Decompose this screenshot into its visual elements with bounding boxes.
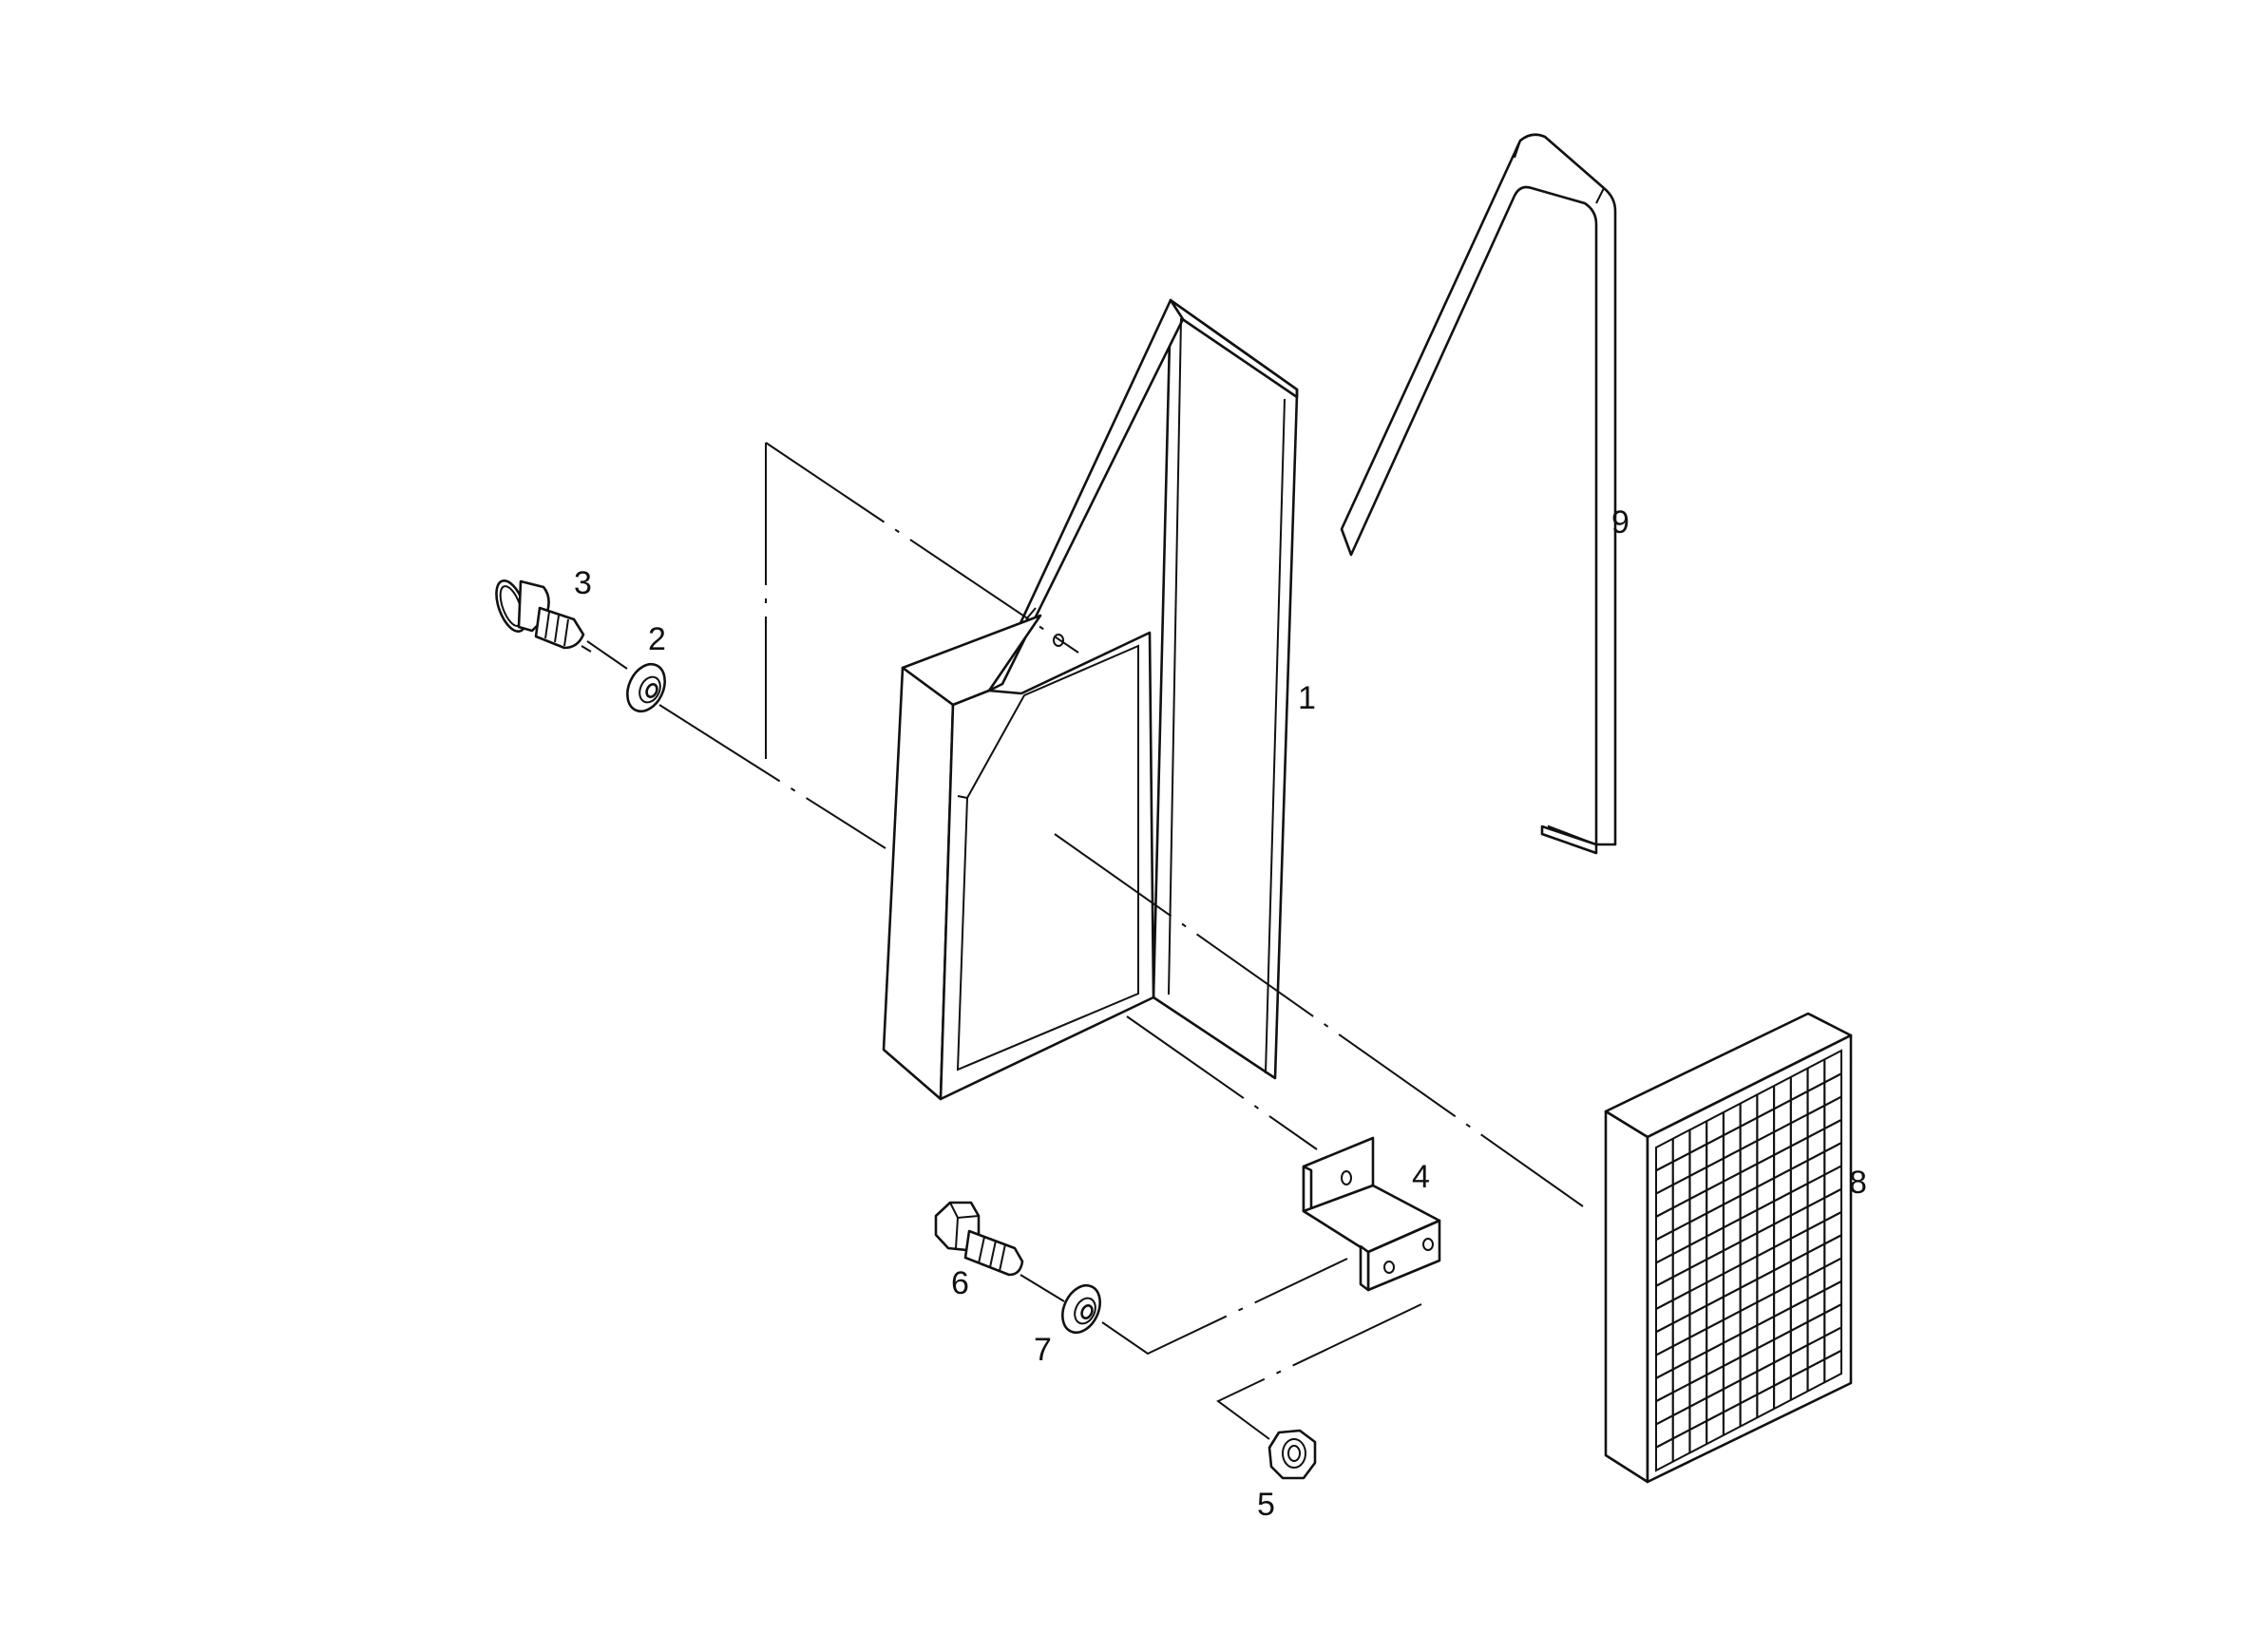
grid-horizontal-line [1655, 1072, 1842, 1172]
part-7-washer [1061, 1283, 1101, 1335]
grid-horizontal-line [1655, 1211, 1842, 1310]
part-4-bracket [1302, 1136, 1441, 1292]
grid-horizontal-line [1655, 1095, 1842, 1195]
grid-horizontal-line [1655, 1257, 1842, 1356]
part-8-grid-panel [1604, 1012, 1853, 1484]
grid-horizontal-line [1655, 1165, 1842, 1264]
grid-horizontal-line [1655, 1187, 1842, 1287]
callout-labels: 1 2 3 4 5 6 7 8 9 [574, 504, 1867, 1523]
assembly-lines [586, 442, 1584, 1440]
part-1-housing [882, 298, 1299, 1101]
callout-6: 6 [951, 1265, 969, 1301]
grid-horizontal-line [1655, 1280, 1842, 1379]
grid-horizontal-line [1655, 1142, 1842, 1242]
grid-horizontal-line [1655, 1303, 1842, 1403]
callout-1: 1 [1298, 680, 1316, 716]
callout-4: 4 [1412, 1159, 1430, 1195]
part-9-u-strip [1340, 133, 1617, 855]
callout-7: 7 [1034, 1332, 1052, 1368]
callout-9: 9 [1611, 504, 1630, 541]
part-3-knurled-screw [495, 579, 592, 653]
callout-3: 3 [574, 565, 592, 601]
grid-horizontal-line [1655, 1234, 1842, 1334]
part-6-hex-bolt [934, 1201, 1024, 1277]
grid-horizontal-line [1655, 1326, 1842, 1426]
grid-horizontal-line [1655, 1349, 1842, 1449]
callout-8: 8 [1849, 1165, 1867, 1201]
callout-5: 5 [1257, 1487, 1275, 1523]
callout-2: 2 [648, 621, 666, 657]
part-5-hex-nut [1267, 1429, 1317, 1480]
part-8-grid-lines [1655, 1059, 1842, 1462]
grid-horizontal-line [1655, 1118, 1842, 1218]
part-2-washer [626, 662, 666, 713]
